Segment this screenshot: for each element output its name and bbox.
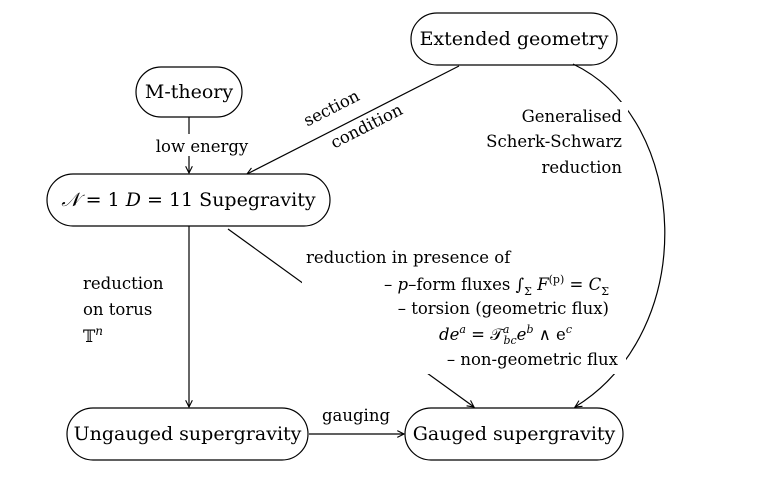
- gss-line1: Generalised: [522, 107, 623, 126]
- flux-torsion: – torsion (geometric flux): [398, 299, 609, 318]
- flux-p-sub: Σ: [524, 285, 532, 298]
- flux-de-eq: = 𝒯: [466, 325, 505, 344]
- flux-e: e: [517, 325, 527, 344]
- sugra-n-symbol: 𝒩: [61, 189, 85, 211]
- torus-line3: 𝕋n: [83, 324, 103, 346]
- gss-line2: Scherk-Schwarz: [486, 132, 622, 151]
- sugra-eq1: = 1: [80, 189, 126, 211]
- label-reduction-torus: reduction on torus 𝕋n: [83, 274, 164, 346]
- label-generalised-ss: Generalised Scherk-Schwarz reduction: [478, 102, 628, 182]
- flux-p-c: = C: [564, 275, 601, 294]
- node-extended-geometry: Extended geometry: [410, 12, 618, 66]
- flux-title: reduction in presence of: [306, 248, 512, 267]
- edge-extgeo-to-sugra: [247, 65, 460, 174]
- label-low-energy: low energy: [150, 134, 254, 156]
- sugra-11d-label: 𝒩 = 1 D = 11 Supegravity: [61, 189, 315, 211]
- torus-symbol: 𝕋: [83, 327, 96, 346]
- ungauged-label: Ungauged supergravity: [74, 423, 302, 445]
- flux-t-sup: a: [503, 323, 510, 336]
- flux-t-sub: bc: [503, 334, 516, 347]
- label-section-condition: section condition: [300, 86, 405, 152]
- label-gauging: gauging: [322, 406, 390, 425]
- flux-p-dash: –: [384, 275, 398, 294]
- gss-line3: reduction: [541, 158, 622, 177]
- extended-geometry-label: Extended geometry: [420, 28, 609, 50]
- m-theory-label: M-theory: [145, 81, 234, 103]
- flux-p-sub2: Σ: [601, 285, 609, 298]
- flux-p-text: –form fluxes ∫: [408, 275, 524, 294]
- label-flux-reduction: reduction in presence of – p–form fluxes…: [302, 244, 626, 374]
- flux-wedge-sup: c: [566, 323, 572, 336]
- node-ungauged: Ungauged supergravity: [66, 407, 309, 461]
- node-m-theory: M-theory: [135, 66, 243, 118]
- flux-pform-line: – p–form fluxes ∫Σ F(p) = CΣ: [384, 273, 609, 298]
- flux-p-sup: (p): [549, 273, 565, 286]
- flux-wedge: ∧ e: [533, 325, 565, 344]
- flux-p-var: p: [398, 275, 409, 294]
- torus-line2: on torus: [83, 300, 152, 319]
- sugra-eq2: = 11 Supegravity: [141, 189, 316, 211]
- sugra-d-symbol: D: [125, 189, 141, 211]
- gauging-text: gauging: [322, 406, 390, 425]
- torus-sup: n: [95, 324, 103, 338]
- node-gauged: Gauged supergravity: [404, 407, 624, 461]
- flux-p-f: F: [532, 275, 549, 294]
- flux-de-sup: a: [459, 323, 466, 336]
- gauged-label: Gauged supergravity: [413, 423, 616, 445]
- flux-nongeo: – non-geometric flux: [447, 350, 619, 369]
- flux-de: de: [439, 325, 460, 344]
- node-sugra-11d: 𝒩 = 1 D = 11 Supegravity: [46, 173, 331, 227]
- low-energy-text: low energy: [156, 137, 249, 156]
- torus-line1: reduction: [83, 274, 164, 293]
- flux-e-sup: b: [526, 323, 533, 336]
